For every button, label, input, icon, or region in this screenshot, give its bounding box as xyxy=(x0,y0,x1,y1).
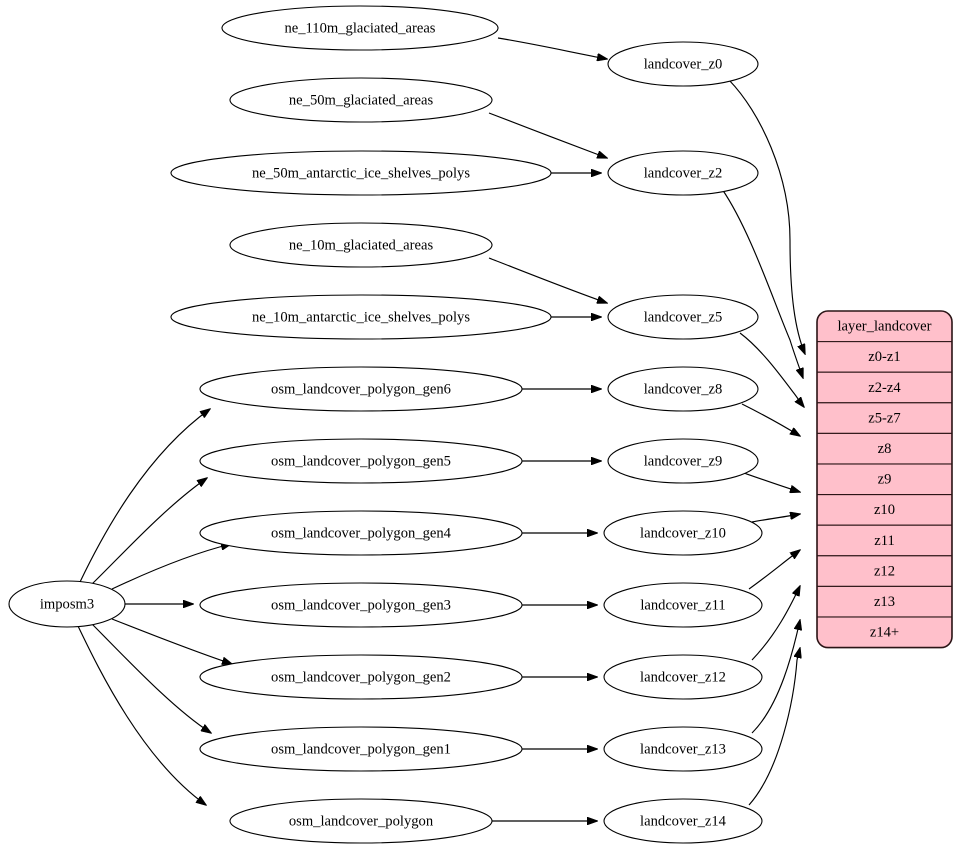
table-header-cell xyxy=(817,311,952,342)
table-row-cell[interactable] xyxy=(817,616,952,648)
edge-landcover_z11-to-row_z11 xyxy=(748,550,800,590)
node-ne_10m_antarctic_ice_shelves_polys[interactable]: ne_10m_antarctic_ice_shelves_polys xyxy=(170,294,552,340)
edge-imposm3-to-osm_landcover_polygon_gen5 xyxy=(90,478,207,586)
table-row-cell[interactable] xyxy=(817,494,952,526)
node-shape xyxy=(603,654,763,700)
node-osm_landcover_polygon_gen4[interactable]: osm_landcover_polygon_gen4 xyxy=(199,510,523,556)
node-osm_landcover_polygon_gen3[interactable]: osm_landcover_polygon_gen3 xyxy=(199,582,523,628)
node-landcover_z8[interactable]: landcover_z8 xyxy=(607,366,759,412)
node-osm_landcover_polygon_gen2[interactable]: osm_landcover_polygon_gen2 xyxy=(199,654,523,700)
node-landcover_z9[interactable]: landcover_z9 xyxy=(607,438,759,484)
edges-layer xyxy=(77,37,805,821)
node-landcover_z2[interactable]: landcover_z2 xyxy=(607,150,759,196)
edge-ne_50m_glaciated_areas-to-landcover_z2 xyxy=(488,112,607,158)
node-shape xyxy=(607,150,759,196)
node-ne_50m_glaciated_areas[interactable]: ne_50m_glaciated_areas xyxy=(229,77,493,123)
edge-landcover_z8-to-row_z8 xyxy=(741,403,800,436)
node-shape xyxy=(199,366,523,412)
edge-landcover_z10-to-row_z10 xyxy=(751,514,800,523)
edge-imposm3-to-osm_landcover_polygon_gen1 xyxy=(90,622,211,733)
edge-landcover_z5-to-row_z5z7 xyxy=(739,332,804,407)
nodes-layer: ne_110m_glaciated_areas ne_50m_glaciated_… xyxy=(8,5,763,844)
node-shape xyxy=(170,294,552,340)
node-shape xyxy=(199,438,523,484)
node-ne_50m_antarctic_ice_shelves_polys[interactable]: ne_50m_antarctic_ice_shelves_polys xyxy=(170,150,552,196)
node-shape xyxy=(199,510,523,556)
node-ne_10m_glaciated_areas[interactable]: ne_10m_glaciated_areas xyxy=(229,222,493,268)
edge-ne_10m_glaciated_areas-to-landcover_z5 xyxy=(488,257,607,303)
node-ne_110m_glaciated_areas[interactable]: ne_110m_glaciated_areas xyxy=(221,5,499,51)
node-shape xyxy=(607,438,759,484)
table-outline xyxy=(816,310,953,649)
edge-imposm3-to-osm_landcover_polygon_gen4 xyxy=(111,544,231,590)
node-shape xyxy=(229,798,493,844)
table-row-cell[interactable] xyxy=(817,371,952,404)
node-shape xyxy=(199,726,523,772)
layer-table-body: layer_landcoverz0-z1z2-z4z5-z7z8z9z10z11… xyxy=(817,311,952,648)
node-landcover_z13[interactable]: landcover_z13 xyxy=(603,726,763,772)
edge-landcover_z0-to-row_z0z1 xyxy=(728,79,805,354)
node-shape xyxy=(607,366,759,412)
node-landcover_z12[interactable]: landcover_z12 xyxy=(603,654,763,700)
table-row-cell[interactable] xyxy=(817,402,952,434)
node-landcover_z14[interactable]: landcover_z14 xyxy=(603,798,763,844)
node-landcover_z11[interactable]: landcover_z11 xyxy=(603,582,763,628)
layer-landcover-table: layer_landcoverz0-z1z2-z4z5-z7z8z9z10z11… xyxy=(816,310,953,649)
node-shape xyxy=(603,726,763,772)
edge-ne_110m_glaciated_areas-to-landcover_z0 xyxy=(497,37,607,59)
edge-imposm3-to-osm_landcover_polygon xyxy=(77,625,206,805)
table-row-cell[interactable] xyxy=(817,524,952,557)
node-shape xyxy=(221,5,499,51)
node-osm_landcover_polygon_gen6[interactable]: osm_landcover_polygon_gen6 xyxy=(199,366,523,412)
node-landcover_z0[interactable]: landcover_z0 xyxy=(607,41,759,87)
edge-imposm3-to-osm_landcover_polygon_gen2 xyxy=(111,618,232,664)
node-shape xyxy=(199,654,523,700)
node-shape xyxy=(170,150,552,196)
node-shape xyxy=(229,77,493,123)
node-shape xyxy=(229,222,493,268)
node-imposm3[interactable]: imposm3 xyxy=(8,580,126,628)
node-shape xyxy=(607,294,759,340)
edge-landcover_z13-to-row_z13 xyxy=(751,620,800,734)
node-landcover_z5[interactable]: landcover_z5 xyxy=(607,294,759,340)
edge-imposm3-to-osm_landcover_polygon_gen6 xyxy=(79,409,210,583)
edge-landcover_z9-to-row_z9 xyxy=(743,472,800,492)
node-shape xyxy=(8,580,126,628)
node-shape xyxy=(603,510,763,556)
edge-landcover_z12-to-row_z12 xyxy=(751,586,800,661)
edge-landcover_z14-to-row_z14 xyxy=(748,648,800,806)
edge-landcover_z2-to-row_z2z4 xyxy=(721,188,803,378)
node-shape xyxy=(603,798,763,844)
table-row-cell[interactable] xyxy=(817,432,952,465)
node-osm_landcover_polygon_gen1[interactable]: osm_landcover_polygon_gen1 xyxy=(199,726,523,772)
table-row-cell[interactable] xyxy=(817,463,952,496)
table-row-cell[interactable] xyxy=(817,555,952,587)
node-shape xyxy=(607,41,759,87)
node-landcover_z10[interactable]: landcover_z10 xyxy=(603,510,763,556)
node-shape xyxy=(199,582,523,628)
node-shape xyxy=(603,582,763,628)
node-osm_landcover_polygon_gen5[interactable]: osm_landcover_polygon_gen5 xyxy=(199,438,523,484)
node-osm_landcover_polygon[interactable]: osm_landcover_polygon xyxy=(229,798,493,844)
table-row-cell[interactable] xyxy=(817,585,952,618)
table-row-cell[interactable] xyxy=(817,341,952,373)
